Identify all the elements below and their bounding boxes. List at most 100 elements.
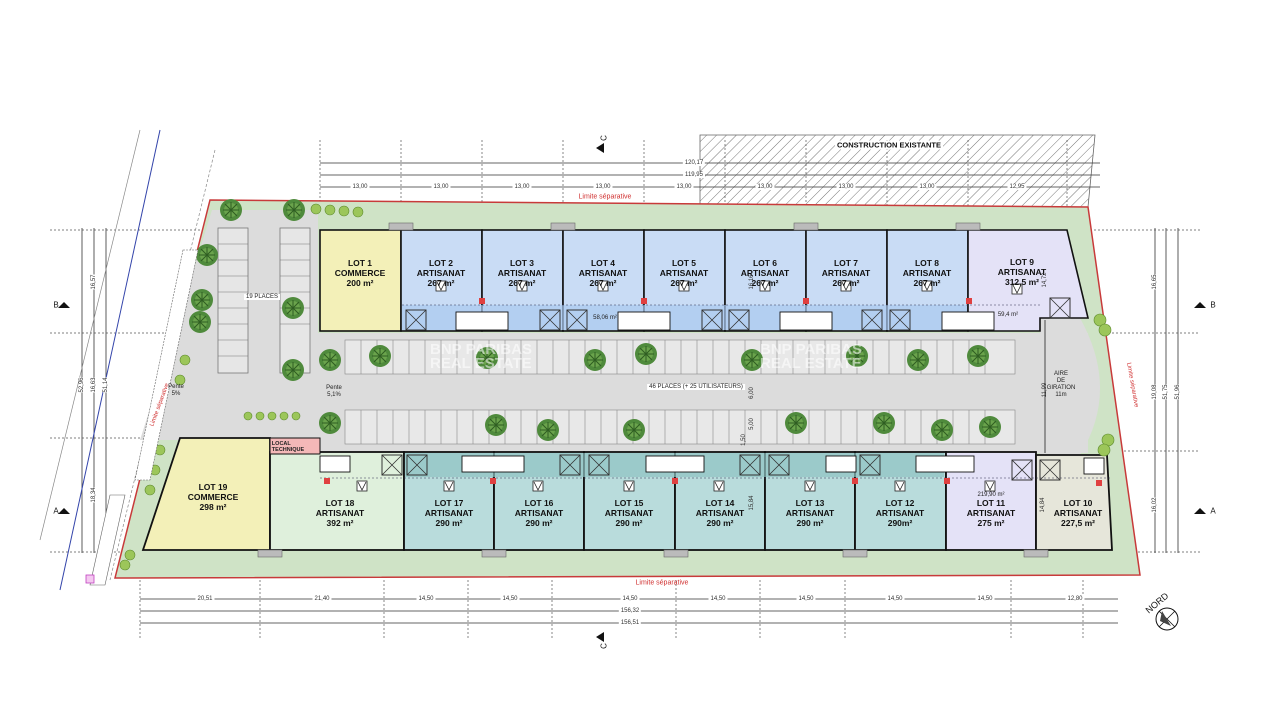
slope-line: 5% <box>171 391 181 397</box>
dim-left-2: 52,96 <box>79 377 85 393</box>
lot-use: ARTISANAT <box>659 268 709 278</box>
dim-top-2: 13,00 <box>431 184 451 190</box>
lot-name: LOT 15 <box>614 498 644 508</box>
dim-left-1: 16,57 <box>91 274 97 290</box>
lot-use: ARTISANAT <box>514 508 564 518</box>
section-c-bottom: C <box>599 643 609 649</box>
lot-area: 290 m² <box>615 518 643 528</box>
turning-line: GIRATION <box>1046 385 1076 391</box>
lot-area: 267 m² <box>832 278 860 288</box>
north-arrow-icon <box>1155 607 1179 631</box>
dim-right-3: 51,75 <box>1163 384 1169 400</box>
lot-area: 392 m² <box>326 518 354 528</box>
tech-line: TECHNIQUE <box>271 447 305 453</box>
mezzanine-area-lot11: 219,90 m² <box>977 492 1005 498</box>
lot-name: LOT 19 <box>198 482 228 492</box>
dim-top-4: 13,00 <box>593 184 613 190</box>
lot-11-label[interactable]: LOT 11 ARTISANAT 275 m² <box>967 498 1015 528</box>
slope-line: 5,1% <box>327 392 341 398</box>
lot-name: LOT 9 <box>1009 257 1035 267</box>
slope-line: Pente <box>168 384 184 390</box>
turning-line: 11m <box>1055 392 1067 398</box>
watermark: BNP PARIBAS REAL ESTATE <box>430 342 532 372</box>
lot-13-label[interactable]: LOT 13 ARTISANAT 290 m² <box>786 498 834 528</box>
lot-use: ARTISANAT <box>1053 508 1103 518</box>
lot-area: 290 m² <box>796 518 824 528</box>
lot-2-label[interactable]: LOT 2 ARTISANAT 267 m² <box>417 258 465 288</box>
lot-18-label[interactable]: LOT 18 ARTISANAT 392 m² <box>316 498 364 528</box>
section-b-left: B <box>53 300 59 310</box>
lot-use: ARTISANAT <box>315 508 365 518</box>
watermark-line: BNP PARIBAS <box>760 341 862 358</box>
dim-right-1: 16,65 <box>1152 274 1158 290</box>
lot-4-label[interactable]: LOT 4 ARTISANAT 267 m² <box>579 258 627 288</box>
dim-inner-6: 15,84 <box>749 495 755 511</box>
lot-name: LOT 8 <box>914 258 940 268</box>
dim-top-total-1: 120,17 <box>682 160 706 166</box>
turning-area-label: AIRE DE GIRATION 11m <box>1047 371 1076 399</box>
dim-right-5: 16,02 <box>1152 497 1158 513</box>
watermark-line: REAL ESTATE <box>760 355 862 372</box>
lot-19-label[interactable]: LOT 19 COMMERCE 298 m² <box>188 482 239 512</box>
slope-line: Pente <box>326 385 342 391</box>
dim-bottom-5: 14,50 <box>620 596 640 602</box>
dim-top-3: 13,00 <box>512 184 532 190</box>
lot-6-label[interactable]: LOT 6 ARTISANAT 267 m² <box>741 258 789 288</box>
dim-top-1: 13,00 <box>350 184 370 190</box>
lot-name: LOT 7 <box>833 258 859 268</box>
lot-use: ARTISANAT <box>875 508 925 518</box>
dim-left-3: 16,63 <box>91 377 97 393</box>
lot-use: ARTISANAT <box>821 268 871 278</box>
lot-1-label[interactable]: LOT 1 COMMERCE 200 m² <box>335 258 386 288</box>
lot-8-label[interactable]: LOT 8 ARTISANAT 267 m² <box>903 258 951 288</box>
lot-use: COMMERCE <box>334 268 386 278</box>
lot-area: 267 m² <box>508 278 536 288</box>
lot-16-label[interactable]: LOT 16 ARTISANAT 290 m² <box>515 498 563 528</box>
dim-bottom-total-1: 156,32 <box>618 608 642 614</box>
technical-room-label[interactable]: LOCAL TECHNIQUE <box>272 441 304 453</box>
lot-name: LOT 2 <box>428 258 454 268</box>
lot-7-label[interactable]: LOT 7 ARTISANAT 267 m² <box>822 258 870 288</box>
dim-bottom-2: 21,40 <box>312 596 332 602</box>
lot-use: ARTISANAT <box>902 268 952 278</box>
dim-bottom-10: 12,80 <box>1065 596 1085 602</box>
lot-use: ARTISANAT <box>416 268 466 278</box>
dim-bottom-4: 14,50 <box>500 596 520 602</box>
lot-use: ARTISANAT <box>740 268 790 278</box>
dim-inner-5: 1,50 <box>741 434 747 446</box>
watermark-line: REAL ESTATE <box>430 355 532 372</box>
lot-12-label[interactable]: LOT 12 ARTISANAT 290m² <box>876 498 924 528</box>
lot-name: LOT 5 <box>671 258 697 268</box>
dim-top-9: 12,95 <box>1007 184 1027 190</box>
dim-bottom-1: 20,51 <box>195 596 215 602</box>
lot-17-label[interactable]: LOT 17 ARTISANAT 290 m² <box>425 498 473 528</box>
lot-9-label[interactable]: LOT 9 ARTISANAT 312,5 m² <box>998 257 1046 287</box>
boundary-label-top: Limite séparative <box>578 193 632 201</box>
section-b-right: B <box>1210 300 1216 310</box>
dim-left-5: 18,34 <box>91 487 97 503</box>
dim-inner-4: 5,00 <box>749 418 755 430</box>
lot-10-label[interactable]: LOT 10 ARTISANAT 227,5 m² <box>1054 498 1102 528</box>
lot-area: 200 m² <box>346 278 374 288</box>
lot-name: LOT 1 <box>347 258 373 268</box>
lot-area: 290 m² <box>435 518 463 528</box>
lot-area: 267 m² <box>670 278 698 288</box>
dim-bottom-total-2: 156,51 <box>618 620 642 626</box>
slope-entry-label: Pente 5,1% <box>326 385 342 399</box>
dim-bottom-6: 14,50 <box>708 596 728 602</box>
lot-name: LOT 13 <box>795 498 825 508</box>
lot-14-label[interactable]: LOT 14 ARTISANAT 290 m² <box>696 498 744 528</box>
section-c-top: C <box>599 135 609 141</box>
lot-5-label[interactable]: LOT 5 ARTISANAT 267 m² <box>660 258 708 288</box>
watermark: BNP PARIBAS REAL ESTATE <box>760 341 862 372</box>
lot-name: LOT 16 <box>524 498 554 508</box>
mezzanine-area-lot9: 59,4 m² <box>997 312 1019 318</box>
dim-top-7: 13,00 <box>836 184 856 190</box>
lot-15-label[interactable]: LOT 15 ARTISANAT 290 m² <box>605 498 653 528</box>
lot-3-label[interactable]: LOT 3 ARTISANAT 267 m² <box>498 258 546 288</box>
lot-area: 312,5 m² <box>1004 277 1040 287</box>
boundary-label-bottom: Limite séparative <box>635 579 689 587</box>
dim-top-8: 13,00 <box>917 184 937 190</box>
parking-main-label: 46 PLACES (+ 25 UTILISATEURS) <box>647 384 745 390</box>
lot-use: ARTISANAT <box>497 268 547 278</box>
